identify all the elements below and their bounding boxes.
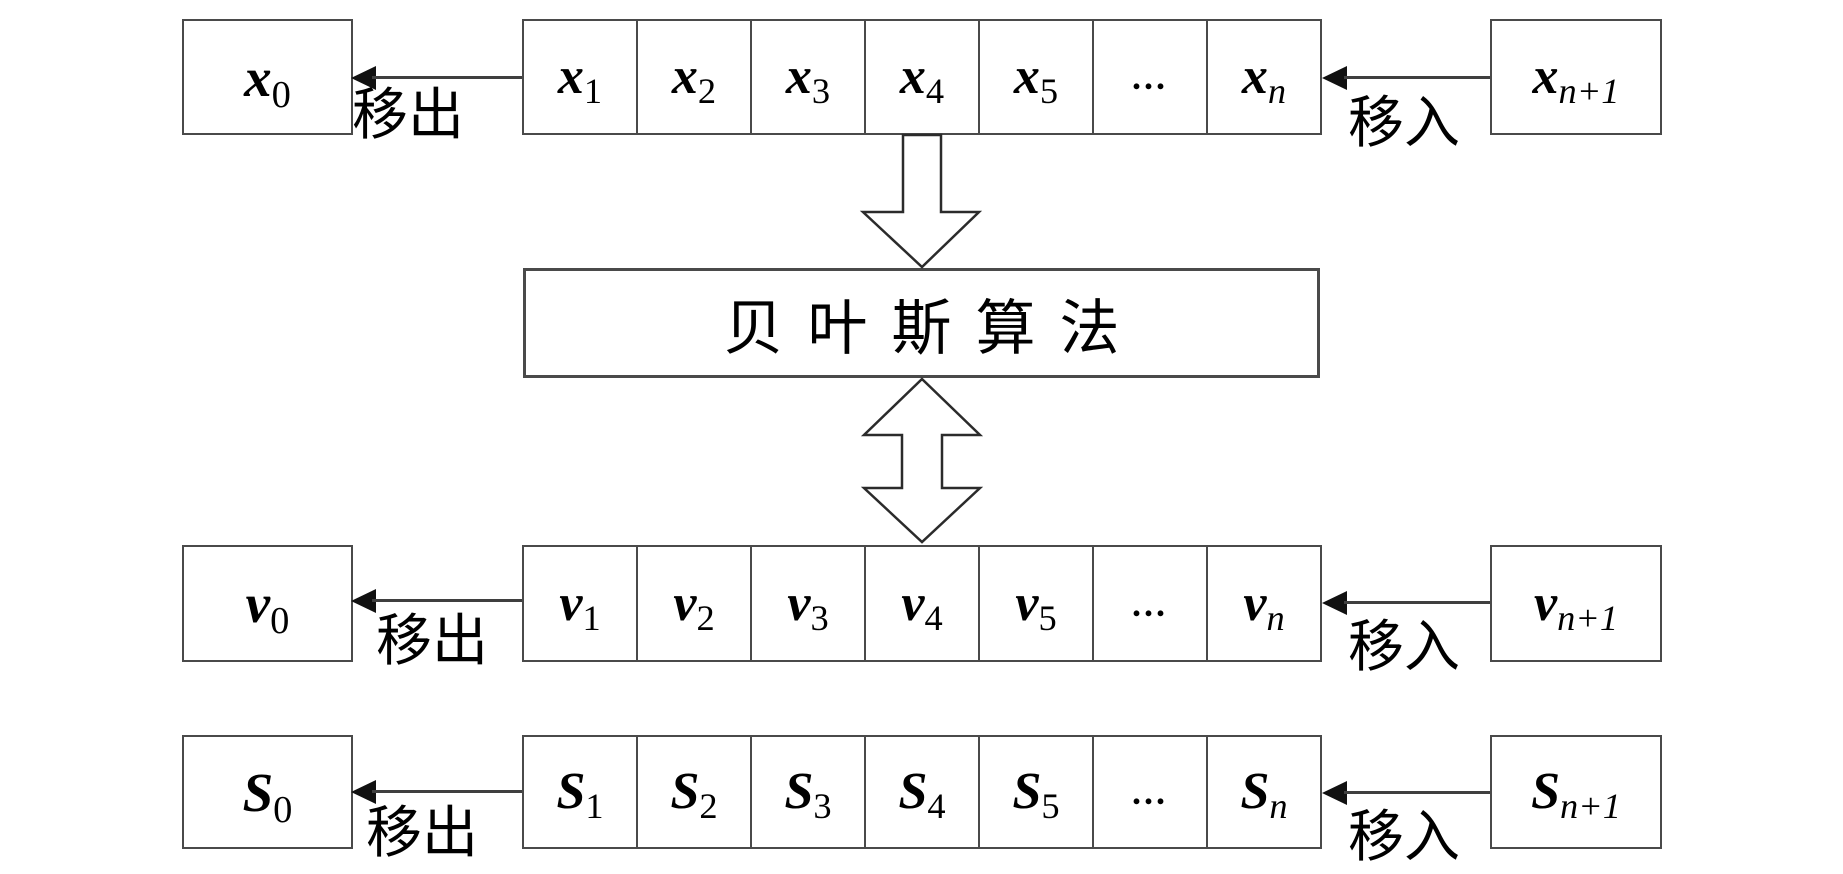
v-in-arrowhead-icon	[1322, 591, 1347, 615]
x0-box: x0	[182, 19, 353, 135]
v0-label: v0	[245, 573, 290, 642]
vn1-box: vn+1	[1490, 545, 1662, 662]
v-out-arrow-line	[372, 599, 524, 602]
s-queue-cell-n: Sn	[1206, 737, 1320, 847]
s-in-arrowhead-icon	[1322, 781, 1347, 805]
bayes-algorithm-label: 贝叶斯算法	[723, 295, 1144, 362]
s-queue-cell-3: S3	[750, 737, 864, 847]
v-queue-cell-1: v1	[559, 574, 601, 638]
x-out-arrow-line	[372, 76, 524, 79]
x-queue-cell-4: x4	[864, 21, 978, 133]
vn1-label: vn+1	[1533, 574, 1619, 638]
s-queue-cell-dots: ...	[1092, 737, 1206, 847]
ellipsis: ...	[1132, 772, 1168, 812]
x-queue-cell-5: x5	[978, 21, 1092, 133]
x-out-arrowhead-icon	[351, 66, 376, 90]
s-out-arrow-line	[372, 790, 524, 793]
ellipsis: ...	[1132, 57, 1168, 97]
v-queue-cell-2: v2	[636, 547, 750, 660]
x-in-arrowhead-icon	[1322, 66, 1347, 90]
hollow-down-arrow-icon	[859, 133, 983, 269]
ellipsis: ...	[1132, 583, 1168, 624]
s-queue: S1 S2 S3 S4 S5 ... Sn	[522, 735, 1322, 849]
v-out-label: 移出	[376, 611, 488, 673]
x-in-label: 移入	[1348, 93, 1460, 155]
v-in-label: 移入	[1348, 617, 1460, 679]
sn1-box: Sn+1	[1490, 735, 1662, 849]
v-queue-cell-5: v5	[978, 547, 1092, 660]
x-queue: x1 x2 x3 x4 x5 ... xn	[522, 19, 1322, 135]
hollow-double-arrow-icon	[860, 377, 984, 544]
v-in-arrow-line	[1344, 601, 1490, 604]
x0-base: x	[244, 46, 272, 108]
x-queue-cell-2: x2	[636, 21, 750, 133]
x0-sub: 0	[271, 73, 291, 116]
x-queue-cell-dots: ...	[1092, 21, 1206, 133]
s-queue-cell-1: S1	[556, 763, 604, 827]
v0-box: v0	[182, 545, 353, 662]
xn1-box: xn+1	[1490, 19, 1662, 135]
sn1-label: Sn+1	[1531, 763, 1621, 827]
s-queue-cell-5: S5	[978, 737, 1092, 847]
v-queue-cell-4: v4	[864, 547, 978, 660]
v-queue-cell-n: vn	[1206, 547, 1320, 660]
s0-label: S0	[242, 761, 293, 831]
s-queue-cell-4: S4	[864, 737, 978, 847]
x0-label: x0	[244, 46, 291, 114]
v-queue-cell-dots: ...	[1092, 547, 1206, 660]
x-queue-cell-n: xn	[1206, 21, 1320, 133]
s-in-arrow-line	[1344, 791, 1490, 794]
x-out-label: 移出	[352, 85, 464, 147]
v-queue-cell-3: v3	[750, 547, 864, 660]
v-out-arrowhead-icon	[351, 589, 376, 613]
s-queue-cell-2: S2	[636, 737, 750, 847]
x-queue-cell-1: x1	[557, 48, 603, 112]
s-out-label: 移出	[366, 803, 478, 865]
x-queue-cell-3: x3	[750, 21, 864, 133]
bayes-algorithm-box: 贝叶斯算法	[523, 268, 1320, 378]
s-in-label: 移入	[1348, 807, 1460, 869]
s0-box: S0	[182, 735, 353, 849]
v-queue: v1 v2 v3 v4 v5 ... vn	[522, 545, 1322, 662]
s-out-arrowhead-icon	[351, 780, 376, 804]
xn1-label: xn+1	[1532, 48, 1620, 112]
x-in-arrow-line	[1344, 76, 1490, 79]
